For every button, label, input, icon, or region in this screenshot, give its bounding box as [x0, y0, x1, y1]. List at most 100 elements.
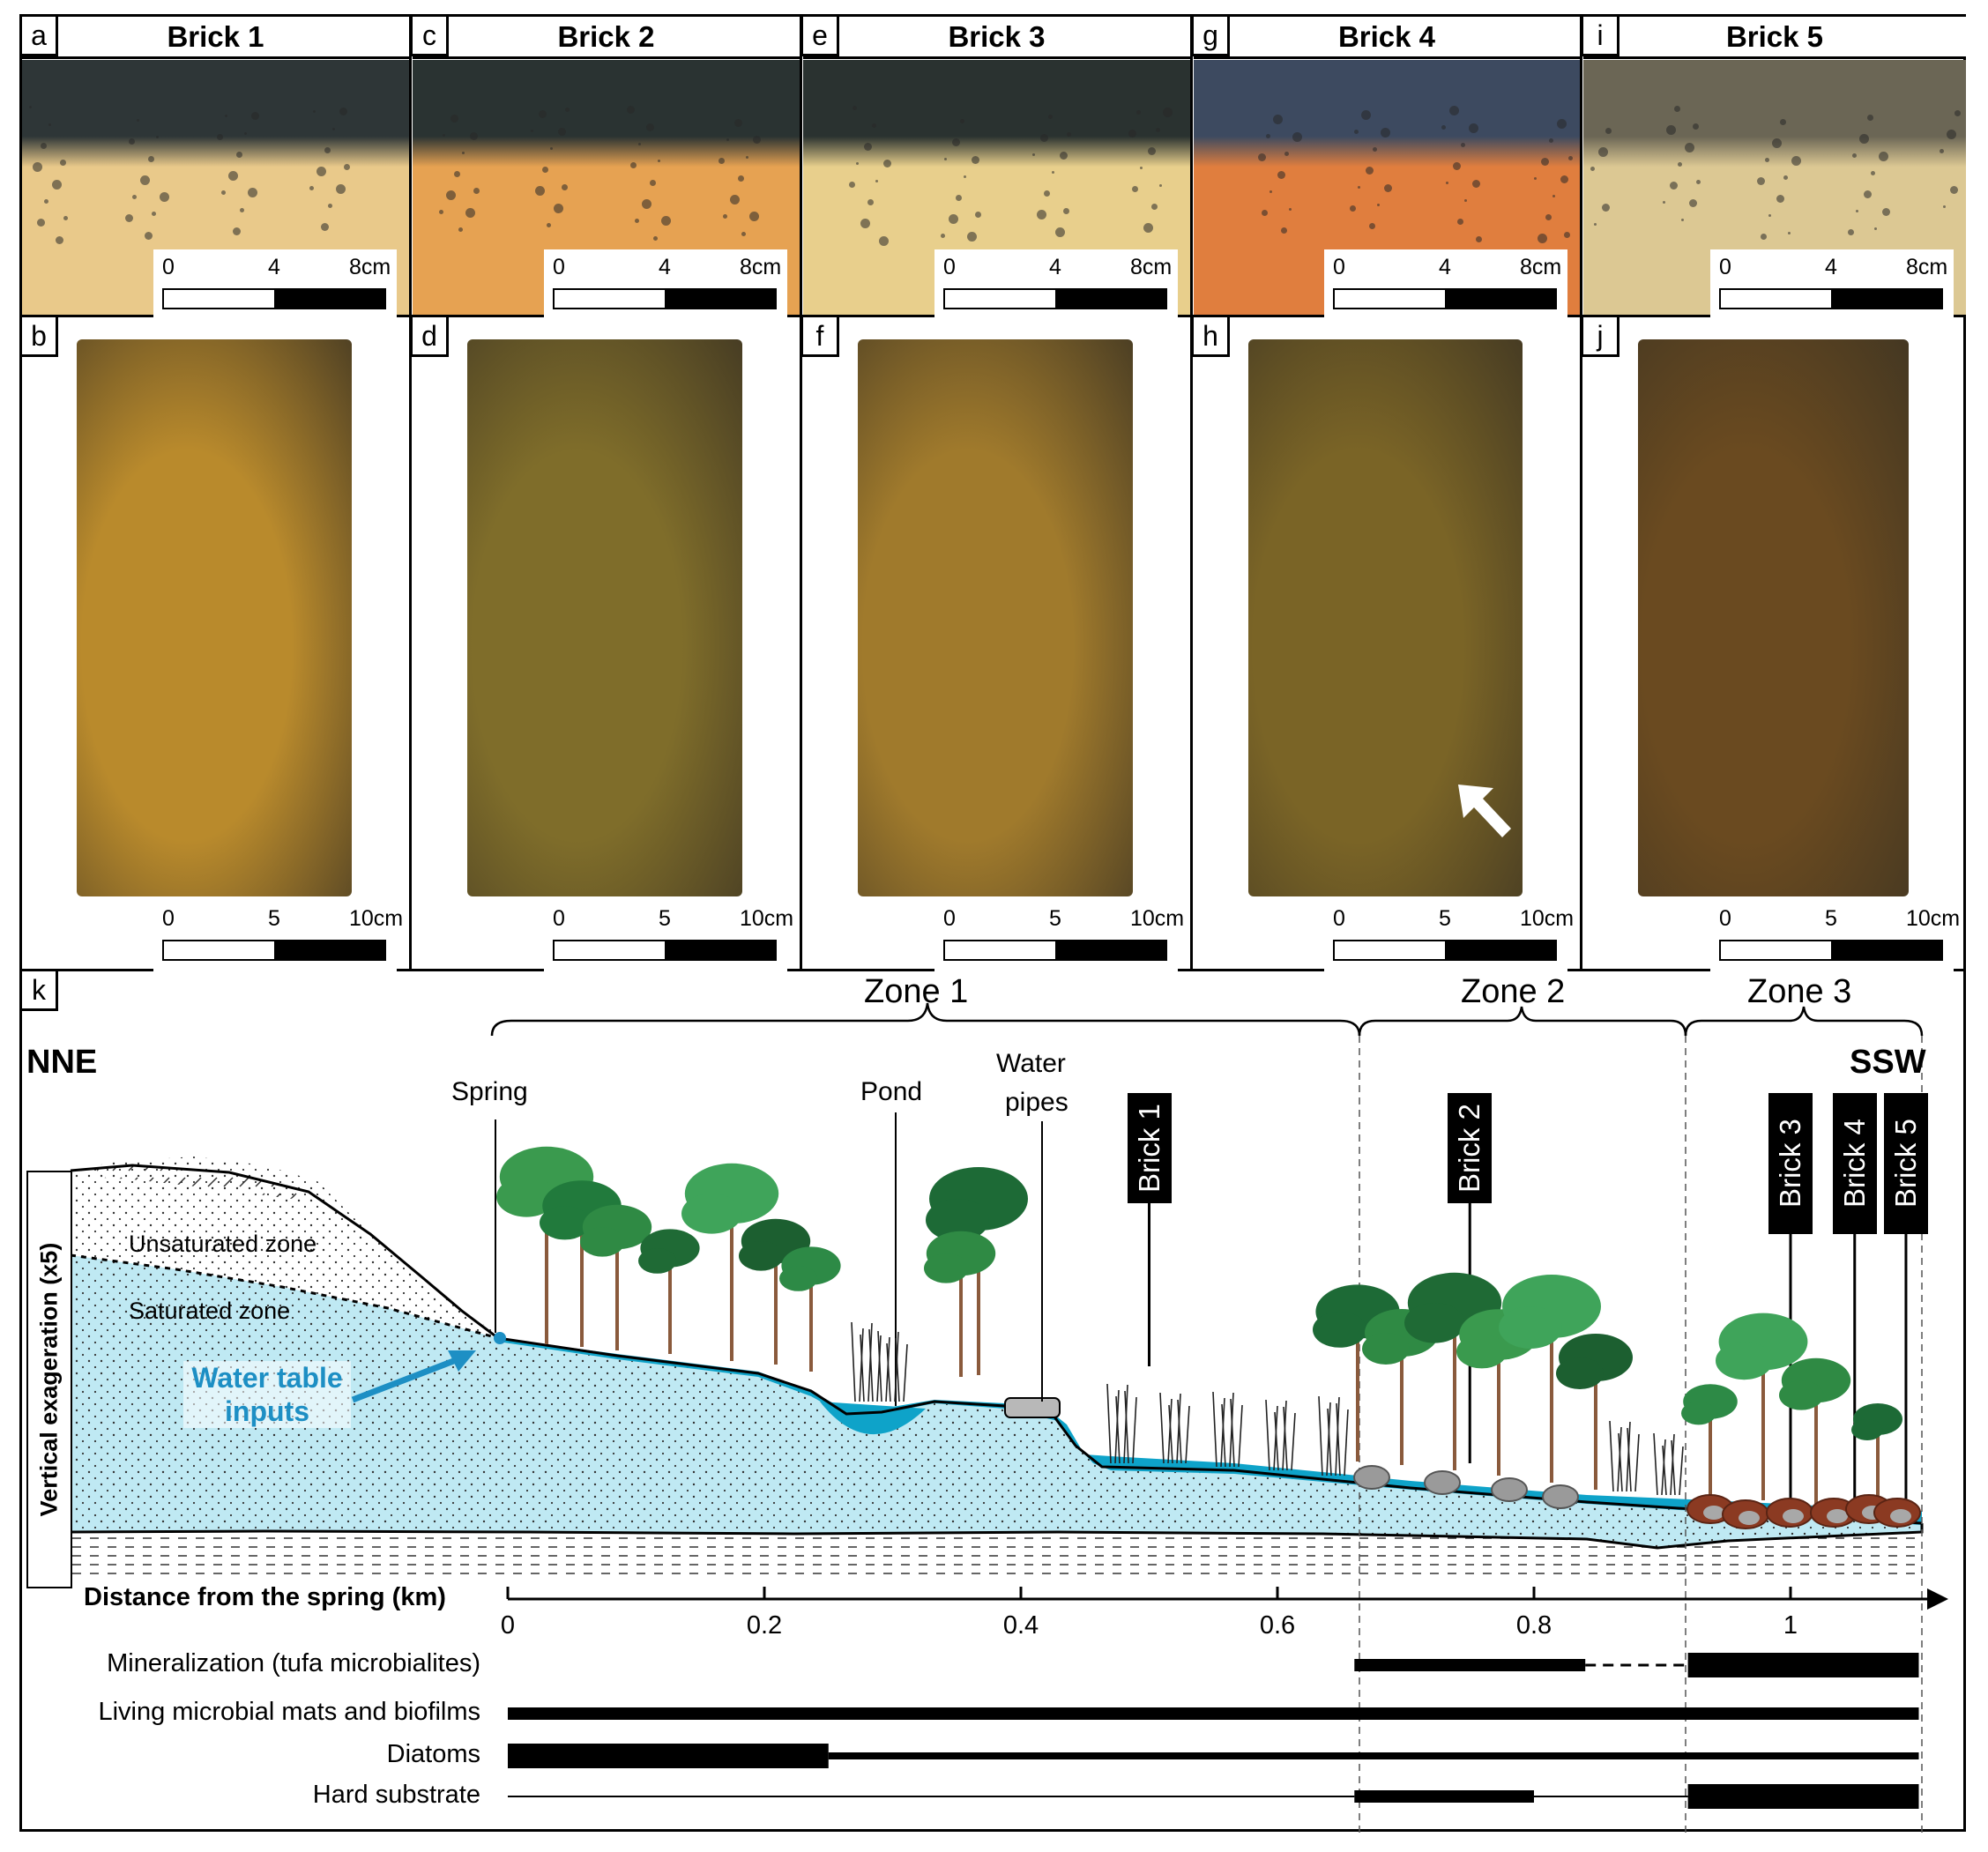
tree-canopy [540, 1206, 591, 1240]
grain [882, 160, 891, 168]
grain [324, 146, 331, 153]
grain [1292, 131, 1303, 142]
brick-photo [1638, 339, 1909, 896]
grain [331, 127, 335, 130]
grain [1449, 106, 1460, 115]
grain [1863, 190, 1872, 198]
reed-stem [1327, 1408, 1332, 1476]
water-inputs-label: Water table inputs [183, 1361, 351, 1428]
grain [1942, 205, 1946, 209]
grain [1163, 108, 1173, 118]
grain [1063, 207, 1070, 214]
scale-tick-label: 0 [162, 255, 175, 279]
scale-tick-label: 8cm [349, 255, 391, 279]
grain [753, 136, 762, 145]
unsaturated-label: Unsaturated zone [129, 1231, 317, 1257]
reed-stem [1274, 1411, 1279, 1471]
grain [1476, 235, 1483, 242]
panel-title: Brick 4 [1194, 17, 1580, 59]
grain [1047, 114, 1053, 119]
reed-stem [1618, 1432, 1623, 1492]
grain [1472, 179, 1481, 188]
pond-label: Pond [860, 1077, 923, 1106]
scale-tick-label: 4 [659, 255, 671, 279]
brick-photo [77, 339, 352, 896]
scale-tick-label: 0 [162, 906, 175, 931]
brick-photo [467, 339, 742, 896]
grain [1688, 198, 1697, 207]
base-outline [69, 1171, 1924, 1550]
grain [1132, 185, 1139, 192]
reed-stem [1123, 1384, 1128, 1464]
grain [964, 175, 967, 178]
tree-canopy [1681, 1402, 1716, 1425]
grain [155, 136, 159, 139]
scale-bar-graphic [943, 940, 1167, 961]
occurrence-bars [508, 1653, 1919, 1809]
grain [1787, 231, 1791, 234]
panel-label: c [410, 14, 449, 56]
panel-label: j [1581, 315, 1619, 357]
grain [1036, 210, 1046, 220]
vertical-exaggeration-label: Vertical exageration (x5) [35, 1242, 63, 1517]
grain [867, 198, 875, 205]
grain [1761, 234, 1768, 241]
boulder [1542, 1484, 1579, 1509]
grain [959, 118, 964, 123]
occurrence-row-label: Diatoms [386, 1740, 480, 1768]
grain [336, 183, 346, 194]
grain [251, 112, 260, 121]
grain [1151, 203, 1158, 210]
reed-stem [1230, 1398, 1235, 1468]
tree-canopy [1456, 1335, 1508, 1369]
boulders [1353, 1465, 1921, 1529]
scale-tick-label: 0 [1719, 906, 1731, 931]
grain [1537, 234, 1547, 244]
scale-bar-graphic [1719, 940, 1943, 961]
scale-tick-label: 4 [268, 255, 280, 279]
grain [1665, 125, 1676, 136]
white-arrow-icon [1453, 779, 1515, 841]
reed-stem [1671, 1439, 1676, 1496]
grain [159, 192, 169, 203]
grain [1859, 133, 1870, 144]
zone-1-brace [490, 1002, 1361, 1037]
tree-canopy [1716, 1342, 1773, 1380]
column-divider [409, 14, 412, 971]
scale-tick-label: 0 [1333, 906, 1345, 931]
grain [1059, 151, 1068, 160]
grain [1284, 151, 1290, 156]
reed-stem [1176, 1393, 1181, 1464]
reed-stem [1627, 1427, 1632, 1492]
reed-stem [1626, 1421, 1631, 1492]
grain [1380, 127, 1390, 138]
grain [217, 133, 224, 140]
panel-label: f [800, 315, 839, 357]
reed-stem [859, 1328, 864, 1402]
grain [52, 179, 63, 190]
grain [944, 158, 948, 161]
grain [879, 235, 890, 246]
grain [650, 179, 657, 186]
grain [637, 142, 641, 145]
saturated-label: Saturated zone [129, 1298, 291, 1324]
grain [443, 133, 446, 137]
brick-tag: Brick 4 [1832, 1093, 1877, 1234]
scale-tick-label: 10cm [1130, 906, 1185, 931]
grain [634, 218, 639, 223]
grain [454, 170, 461, 177]
grain [1281, 227, 1288, 234]
grain [745, 155, 748, 159]
grain [1143, 222, 1154, 233]
grain [1871, 170, 1876, 175]
scale-tick-label: 5 [268, 906, 280, 931]
grain [1044, 190, 1051, 197]
grain [1855, 210, 1858, 213]
grain [1445, 182, 1448, 185]
panel-label: i [1581, 14, 1619, 56]
